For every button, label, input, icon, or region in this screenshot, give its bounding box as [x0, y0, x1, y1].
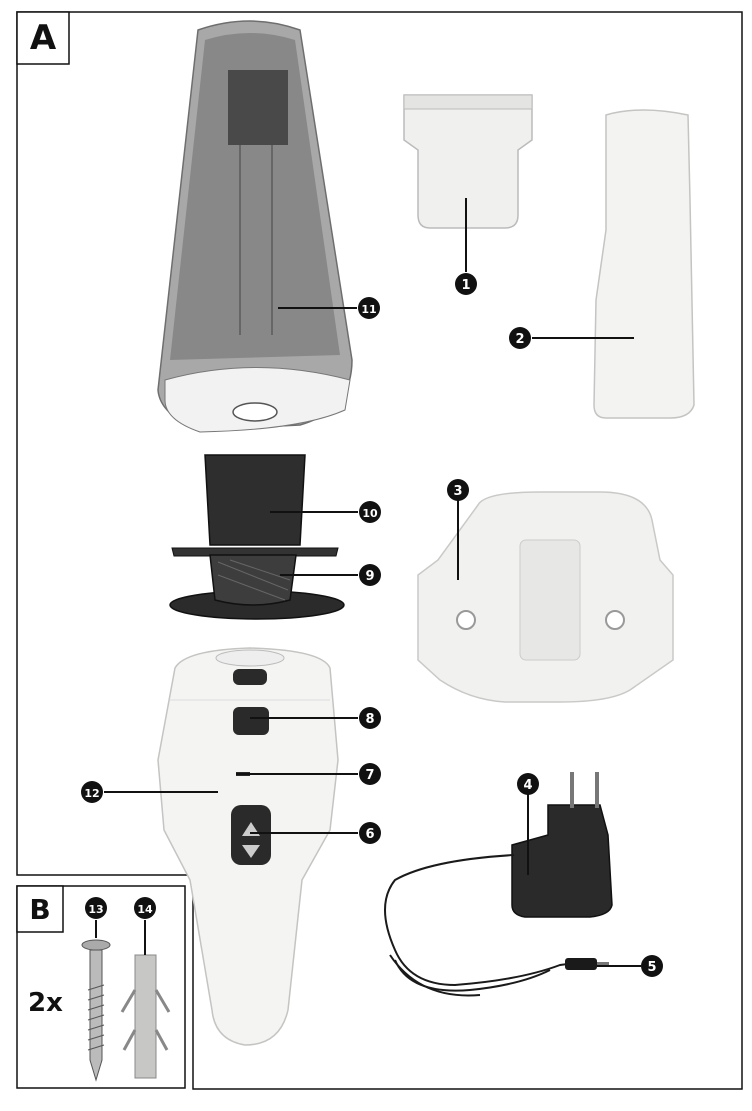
callout-3: 3: [447, 479, 469, 501]
panel-b-label-box: [16, 885, 64, 933]
svg-text:1: 1: [461, 278, 470, 293]
screw: [81, 939, 111, 1082]
panel-b-label: B: [29, 892, 51, 926]
callout-2: 2: [509, 327, 531, 349]
svg-text:8: 8: [365, 712, 374, 727]
svg-text:3: 3: [453, 484, 462, 499]
wall-plug: [120, 954, 171, 1079]
callout-4: 4: [517, 773, 539, 795]
callout-13: 13: [85, 897, 107, 919]
panel-b-frame: [16, 885, 186, 1089]
svg-text:14: 14: [137, 903, 153, 916]
callout-12: 12: [81, 781, 103, 803]
svg-text:4: 4: [523, 778, 532, 793]
brush-nozzle: [403, 94, 533, 229]
svg-text:10: 10: [362, 507, 378, 520]
crevice-nozzle: [593, 109, 695, 419]
callout-6: 6: [359, 822, 381, 844]
svg-text:12: 12: [84, 787, 99, 800]
filter: [209, 554, 297, 606]
callout-11: 11: [358, 297, 380, 319]
callout-8: 8: [359, 707, 381, 729]
callout-1: 1: [455, 273, 477, 295]
charger-adapter: [511, 772, 613, 918]
wall-mount: [417, 491, 674, 703]
svg-text:2: 2: [515, 332, 524, 347]
charger-cable: [384, 854, 609, 997]
callout-5: 5: [641, 955, 663, 977]
panel-a-label: A: [29, 18, 57, 58]
callout-14: 14: [134, 897, 156, 919]
svg-text:5: 5: [647, 960, 656, 975]
dust-container: [157, 20, 353, 433]
quantity-multiplier: 2x: [28, 988, 63, 1018]
svg-text:9: 9: [365, 569, 374, 584]
callout-9: 9: [359, 564, 381, 586]
svg-text:11: 11: [361, 303, 376, 316]
svg-text:6: 6: [365, 827, 374, 842]
filter-holder: [169, 454, 345, 620]
svg-text:7: 7: [365, 768, 374, 783]
callout-7: 7: [359, 763, 381, 785]
panel-a-label-box: [16, 11, 70, 65]
callout-10: 10: [359, 501, 381, 523]
vacuum-body: [157, 647, 339, 1046]
svg-text:13: 13: [88, 903, 103, 916]
panel-a-frame: [16, 11, 743, 1090]
